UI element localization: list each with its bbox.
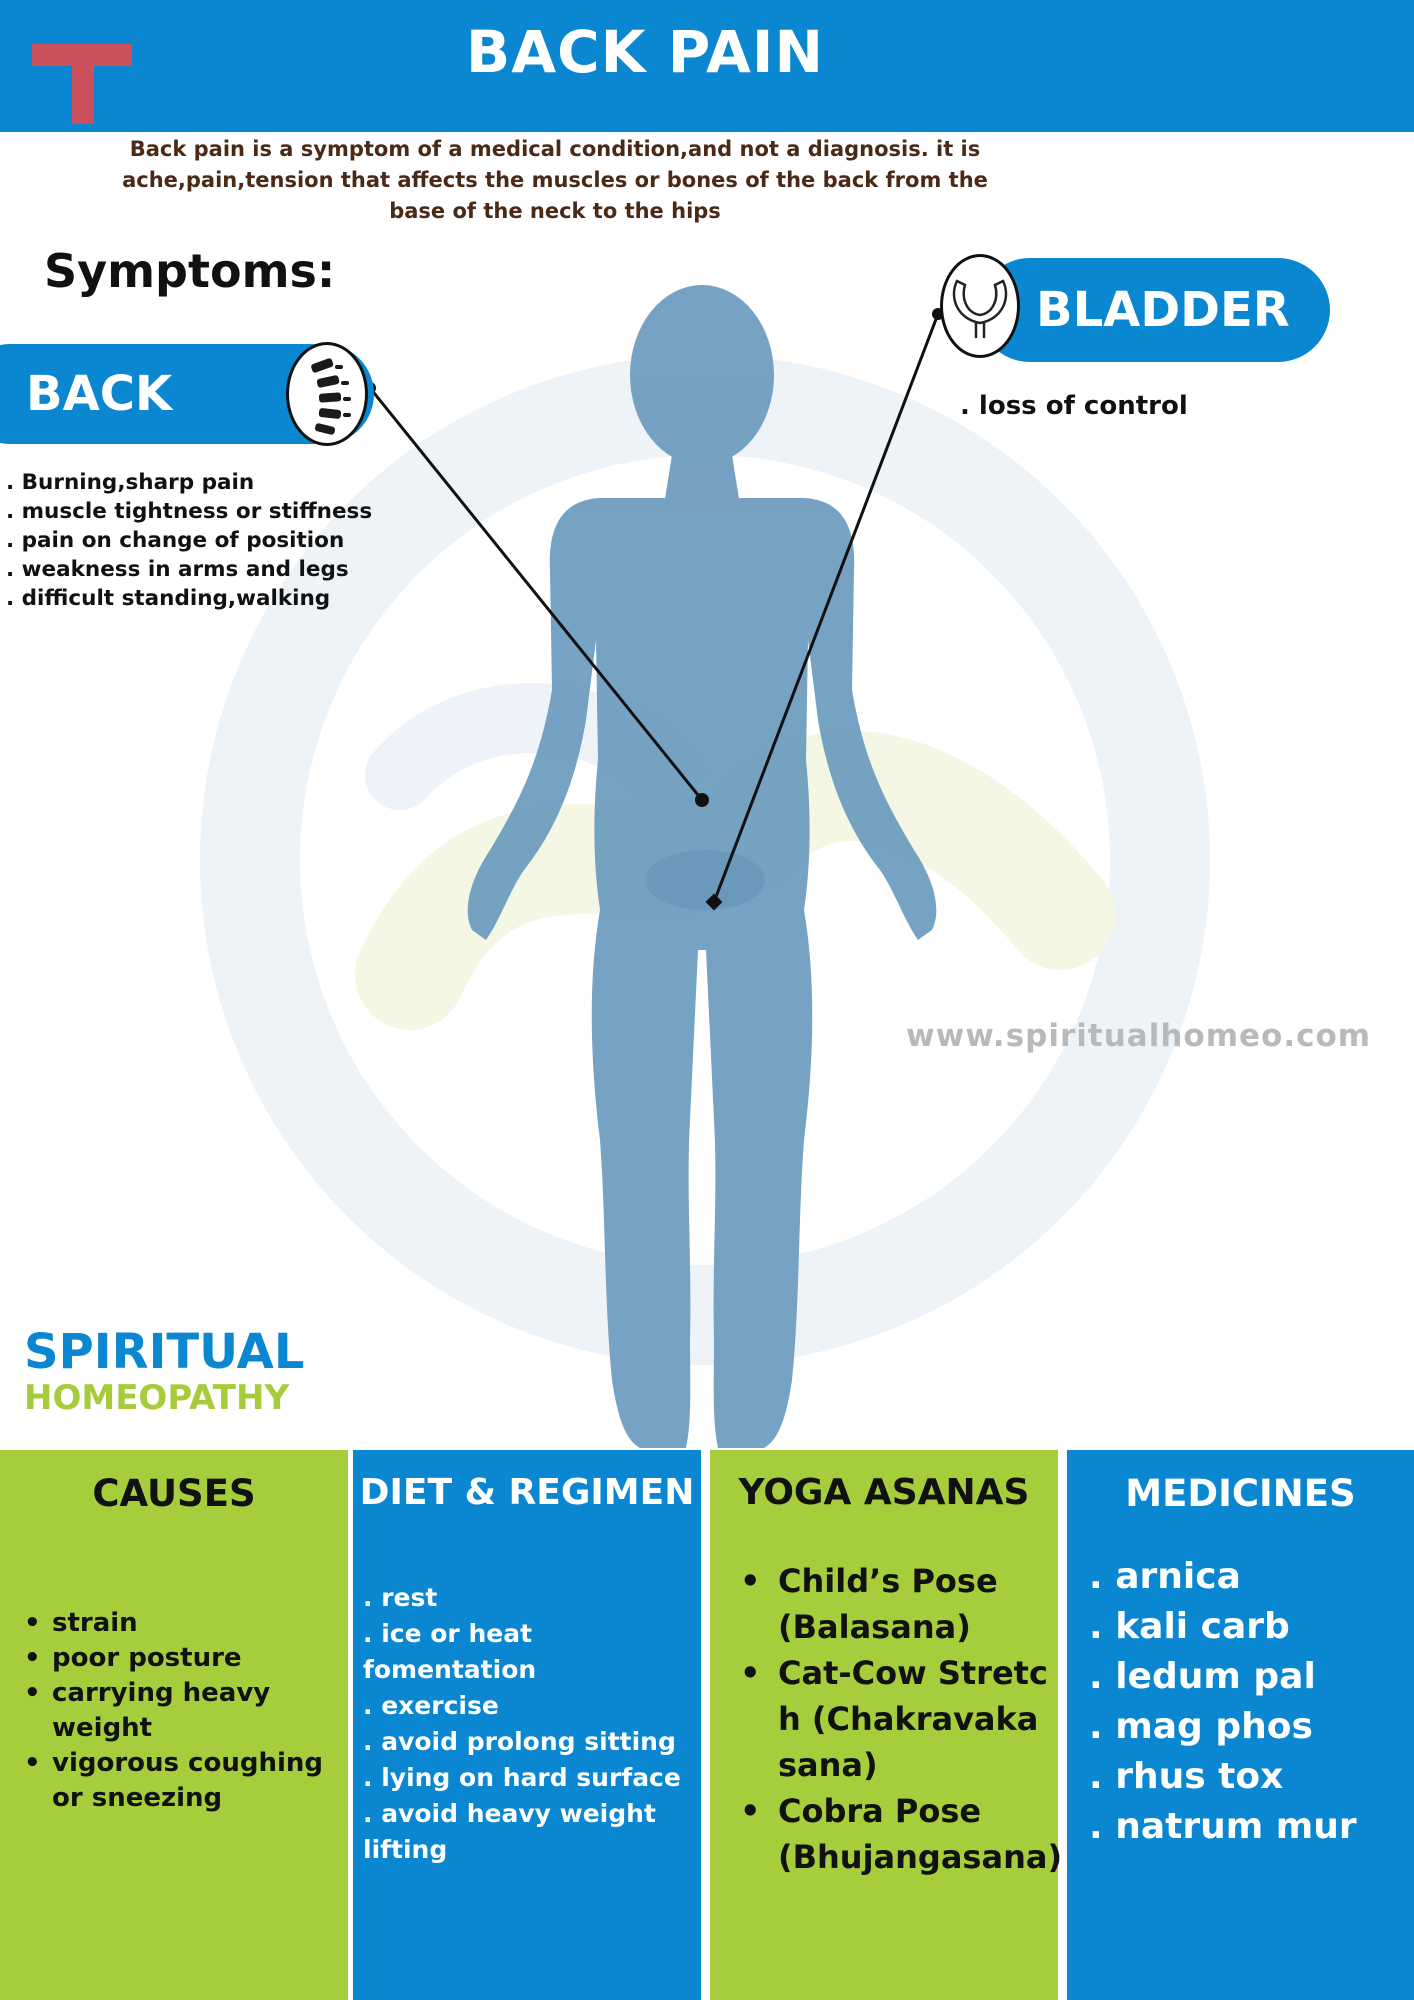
yoga-panel: YOGA ASANAS Child’s Pose (Balasana) Cat-… <box>710 1450 1062 2000</box>
list-item: vigorous coughing or sneezing <box>24 1746 344 1816</box>
list-item: . pain on change of position <box>6 528 345 553</box>
list-item: Child’s Pose (Balasana) <box>740 1558 1056 1650</box>
causes-list: strain poor posture carrying heavy weigh… <box>24 1606 344 1816</box>
list-item: . muscle tightness or stiffness <box>6 499 373 524</box>
brand-name-line1: SPIRITUAL <box>24 1324 305 1380</box>
list-item: . difficult standing,walking <box>6 586 331 611</box>
diet-panel: DIET & REGIMEN . rest . ice or heat fome… <box>353 1450 701 2000</box>
causes-title: CAUSES <box>92 1472 256 1515</box>
bladder-symptom-list: . loss of control <box>960 392 1188 421</box>
list-item: carrying heavy weight <box>24 1676 344 1746</box>
medicines-title: MEDICINES <box>1125 1472 1356 1515</box>
back-label: BACK <box>26 366 173 422</box>
list-item: . weakness in arms and legs <box>6 557 349 582</box>
list-item: strain <box>24 1606 344 1641</box>
list-item: . avoid prolong sitting <box>363 1727 676 1756</box>
causes-panel: CAUSES strain poor posture carrying heav… <box>0 1450 348 2000</box>
t-logo-icon <box>32 44 132 124</box>
medicines-list: . arnica . kali carb . ledum pal . mag p… <box>1089 1552 1409 1852</box>
list-item: . lying on hard surface <box>363 1763 681 1792</box>
list-item: . avoid heavy weight lifting <box>363 1799 656 1864</box>
list-item: . exercise <box>363 1691 499 1720</box>
yoga-list: Child’s Pose (Balasana) Cat-Cow Stretch … <box>740 1558 1062 1880</box>
diet-title: DIET & REGIMEN <box>359 1472 695 1513</box>
list-item: . ledum pal <box>1089 1656 1316 1697</box>
list-item: . rhus tox <box>1089 1756 1284 1797</box>
list-item: . loss of control <box>960 391 1188 421</box>
list-item: . rest <box>363 1583 438 1612</box>
list-item: . ice or heat fomentation <box>363 1619 537 1684</box>
list-item: . mag phos <box>1089 1706 1313 1747</box>
page-title: BACK PAIN <box>466 18 824 86</box>
header-bar: BACK PAIN <box>0 0 1414 132</box>
bladder-label-pill: BLADDER <box>978 258 1330 362</box>
back-symptom-list: . Burning,sharp pain . muscle tightness … <box>6 468 372 613</box>
symptoms-heading: Symptoms: <box>44 244 336 298</box>
bladder-icon <box>940 254 1020 358</box>
list-item: . natrum mur <box>1089 1806 1357 1847</box>
list-item: . Burning,sharp pain <box>6 470 255 495</box>
diet-list: . rest . ice or heat fomentation . exerc… <box>363 1580 698 1868</box>
spine-icon <box>286 342 368 446</box>
website-url: www.spiritualhomeo.com <box>906 1018 1372 1054</box>
list-item: poor posture <box>24 1641 344 1676</box>
list-item: Cobra Pose (Bhujangasana) <box>740 1788 1062 1880</box>
yoga-title: YOGA ASANAS <box>738 1472 1030 1513</box>
brand-name-line2: HOMEOPATHY <box>24 1378 290 1418</box>
intro-text: Back pain is a symptom of a medical cond… <box>122 137 988 223</box>
list-item: . kali carb <box>1089 1606 1290 1647</box>
list-item: Cat-Cow Stretch (Chakravakasana) <box>740 1650 1056 1788</box>
bladder-label: BLADDER <box>1036 282 1290 338</box>
medicines-panel: MEDICINES . arnica . kali carb . ledum p… <box>1067 1450 1414 2000</box>
list-item: . arnica <box>1089 1556 1241 1597</box>
